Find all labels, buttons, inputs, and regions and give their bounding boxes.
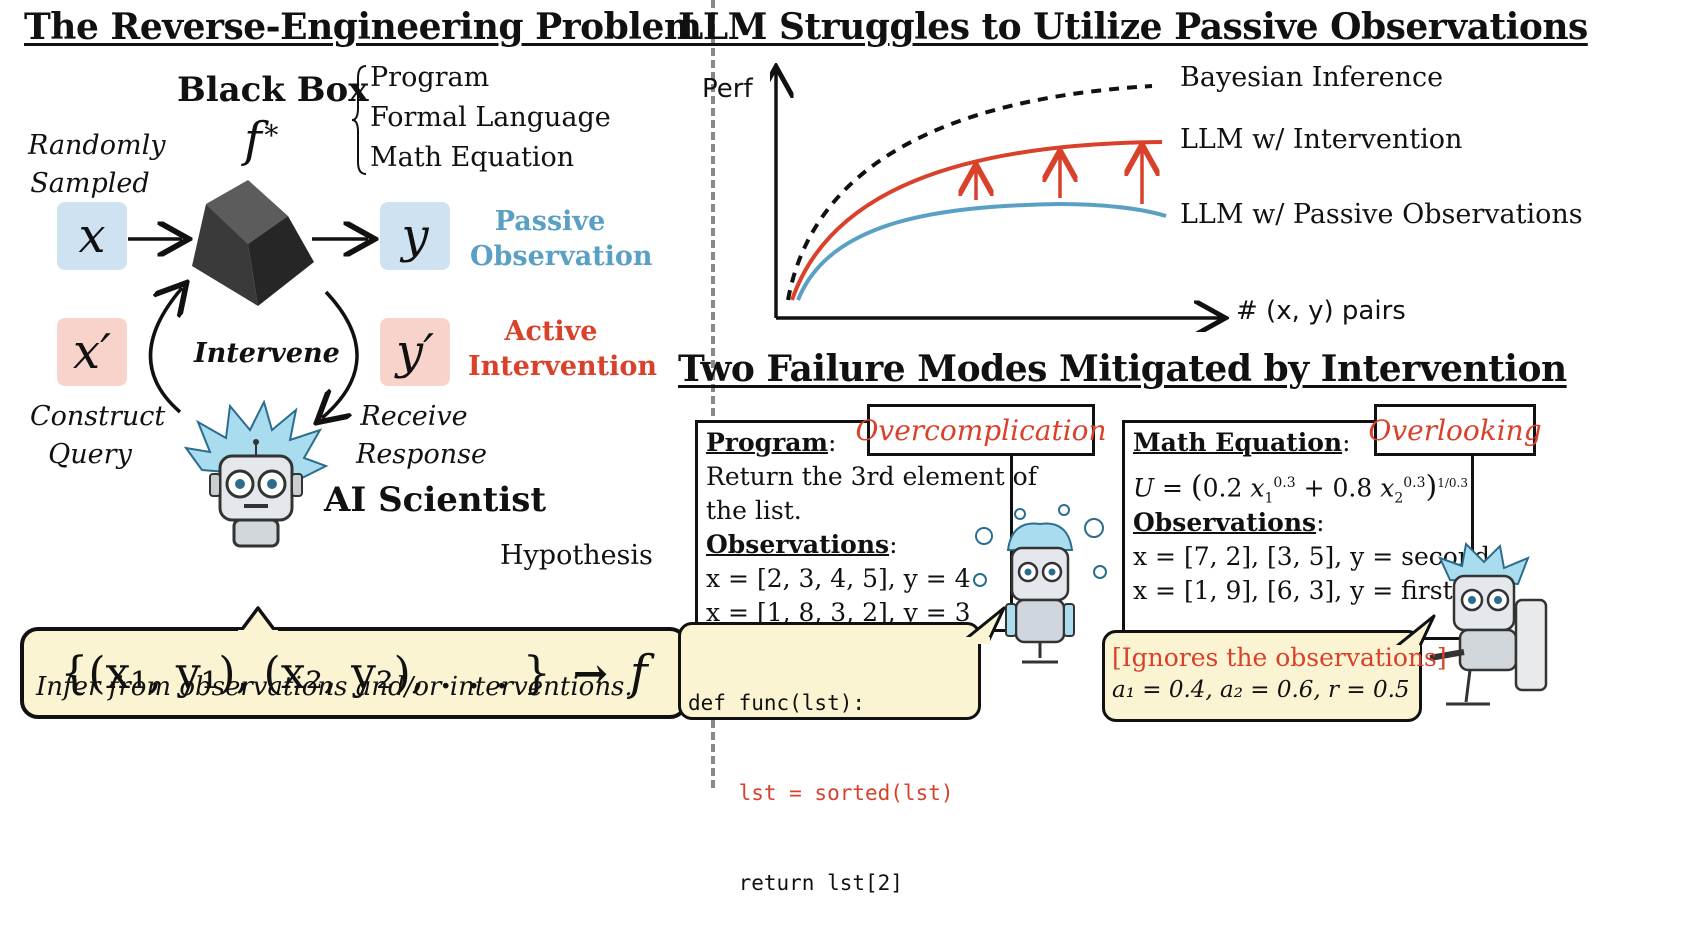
black-box-kinds: Program Formal Language Math Equation bbox=[370, 58, 611, 178]
performance-chart bbox=[770, 60, 1240, 332]
kind-formal-language: Formal Language bbox=[370, 102, 611, 133]
math-obs-1: x = [7, 2], [3, 5], y = second bbox=[1133, 542, 1490, 571]
program-obs-heading: Observations bbox=[706, 530, 890, 559]
math-panel bbox=[1122, 420, 1474, 640]
brace-icon bbox=[351, 65, 367, 175]
legend-llm-intervention: LLM w/ Intervention bbox=[1180, 124, 1463, 155]
passive-observation-curve bbox=[796, 201, 1167, 301]
response-line-1: [Ignores the observations] bbox=[1112, 643, 1447, 672]
flow-arrows bbox=[128, 0, 711, 560]
hypothesis-label: Hypothesis bbox=[500, 540, 653, 571]
y-axis-label: Perf bbox=[702, 74, 753, 104]
construct-query-label: Construct Query bbox=[30, 401, 166, 470]
math-equation: U = (0.2 x10.3 + 0.8 x20.3)1/0.3 bbox=[1133, 469, 1468, 507]
relaxed-robot-icon bbox=[1429, 541, 1548, 706]
legend-bayesian-inference: Bayesian Inference bbox=[1180, 62, 1444, 93]
response-y-prime: y′ bbox=[380, 318, 450, 386]
program-desc-line-1: Return the 3rd element of bbox=[706, 462, 1037, 491]
code-bubble-pointer bbox=[960, 606, 1006, 644]
hypothesis-arrow: → bbox=[572, 648, 608, 698]
hypothesis-pairs: {(x₁, y₁), (x₂, y₂), . . . } bbox=[60, 647, 551, 699]
program-code: def func(lst): lst = sorted(lst) return … bbox=[688, 628, 954, 928]
bayesian-inference-curve bbox=[786, 84, 1153, 301]
left-section-title: The Reverse-Engineering Problem bbox=[24, 6, 702, 48]
black-box-cube-icon bbox=[192, 180, 314, 306]
chart-section-title: LLM Struggles to Utilize Passive Observa… bbox=[678, 6, 1588, 48]
passive-observation-label: Passive Observation bbox=[470, 206, 653, 272]
caption: Infer from observations and/or intervent… bbox=[36, 672, 633, 702]
hypothesis-pointer bbox=[238, 606, 278, 634]
randomly-sampled-label: Randomly Sampled bbox=[28, 130, 166, 199]
output-y: y bbox=[380, 202, 450, 270]
math-obs-heading: Observations bbox=[1133, 508, 1317, 537]
math-obs-2: x = [1, 9], [6, 3], y = first, bbox=[1133, 576, 1461, 605]
ai-scientist-label: AI Scientist bbox=[324, 480, 547, 520]
section-divider bbox=[711, 0, 715, 788]
active-intervention-label: Active Intervention bbox=[468, 316, 657, 382]
query-x-prime: x′ bbox=[57, 318, 127, 386]
receive-response-label: Receive Response bbox=[356, 401, 487, 470]
kind-math-equation: Math Equation bbox=[370, 142, 575, 173]
black-box-label: Black Box bbox=[177, 70, 369, 110]
math-response: [Ignores the observations] a₁ = 0.4, a₂ … bbox=[1112, 642, 1447, 706]
legend-llm-passive: LLM w/ Passive Observations bbox=[1180, 199, 1583, 230]
thinking-robot-icon bbox=[973, 504, 1107, 664]
hypothesis-f: f bbox=[629, 645, 648, 701]
program-desc-line-2: the list. bbox=[706, 496, 802, 525]
response-line-2: a₁ = 0.4, a₂ = 0.6, r = 0.5 bbox=[1112, 677, 1410, 703]
math-heading: Math Equation bbox=[1133, 428, 1343, 457]
arrow-scientist-to-box bbox=[148, 288, 182, 414]
code-line-1: def func(lst): bbox=[688, 691, 866, 715]
program-code-bubble bbox=[678, 622, 981, 720]
x-axis-label: # (x, y) pairs bbox=[1236, 296, 1406, 326]
hypothesis-box: {(x₁, y₁), (x₂, y₂), . . . } → f bbox=[20, 627, 688, 719]
response-bubble-pointer bbox=[1390, 614, 1436, 652]
input-x: x bbox=[57, 202, 127, 270]
black-box-symbol: f∗ bbox=[244, 112, 281, 168]
intervene-label: Intervene bbox=[194, 338, 340, 369]
overlooking-tag: Overlooking bbox=[1368, 404, 1542, 456]
math-response-bubble bbox=[1102, 630, 1422, 722]
overcomplication-tag: Overcomplication bbox=[855, 404, 1107, 456]
program-obs-1: x = [2, 3, 4, 5], y = 4 bbox=[706, 564, 971, 593]
code-line-3: return lst[2] bbox=[688, 871, 903, 895]
program-panel-text: Program: Return the 3rd element of the l… bbox=[706, 426, 1037, 630]
kind-program: Program bbox=[370, 62, 490, 93]
program-heading: Program bbox=[706, 428, 828, 457]
code-line-2: lst = sorted(lst) bbox=[688, 781, 954, 805]
failure-modes-title: Two Failure Modes Mitigated by Intervent… bbox=[678, 348, 1567, 390]
intervention-curve bbox=[790, 140, 1163, 301]
arrow-box-to-scientist bbox=[322, 290, 359, 418]
ai-scientist-robot-icon bbox=[183, 400, 329, 548]
